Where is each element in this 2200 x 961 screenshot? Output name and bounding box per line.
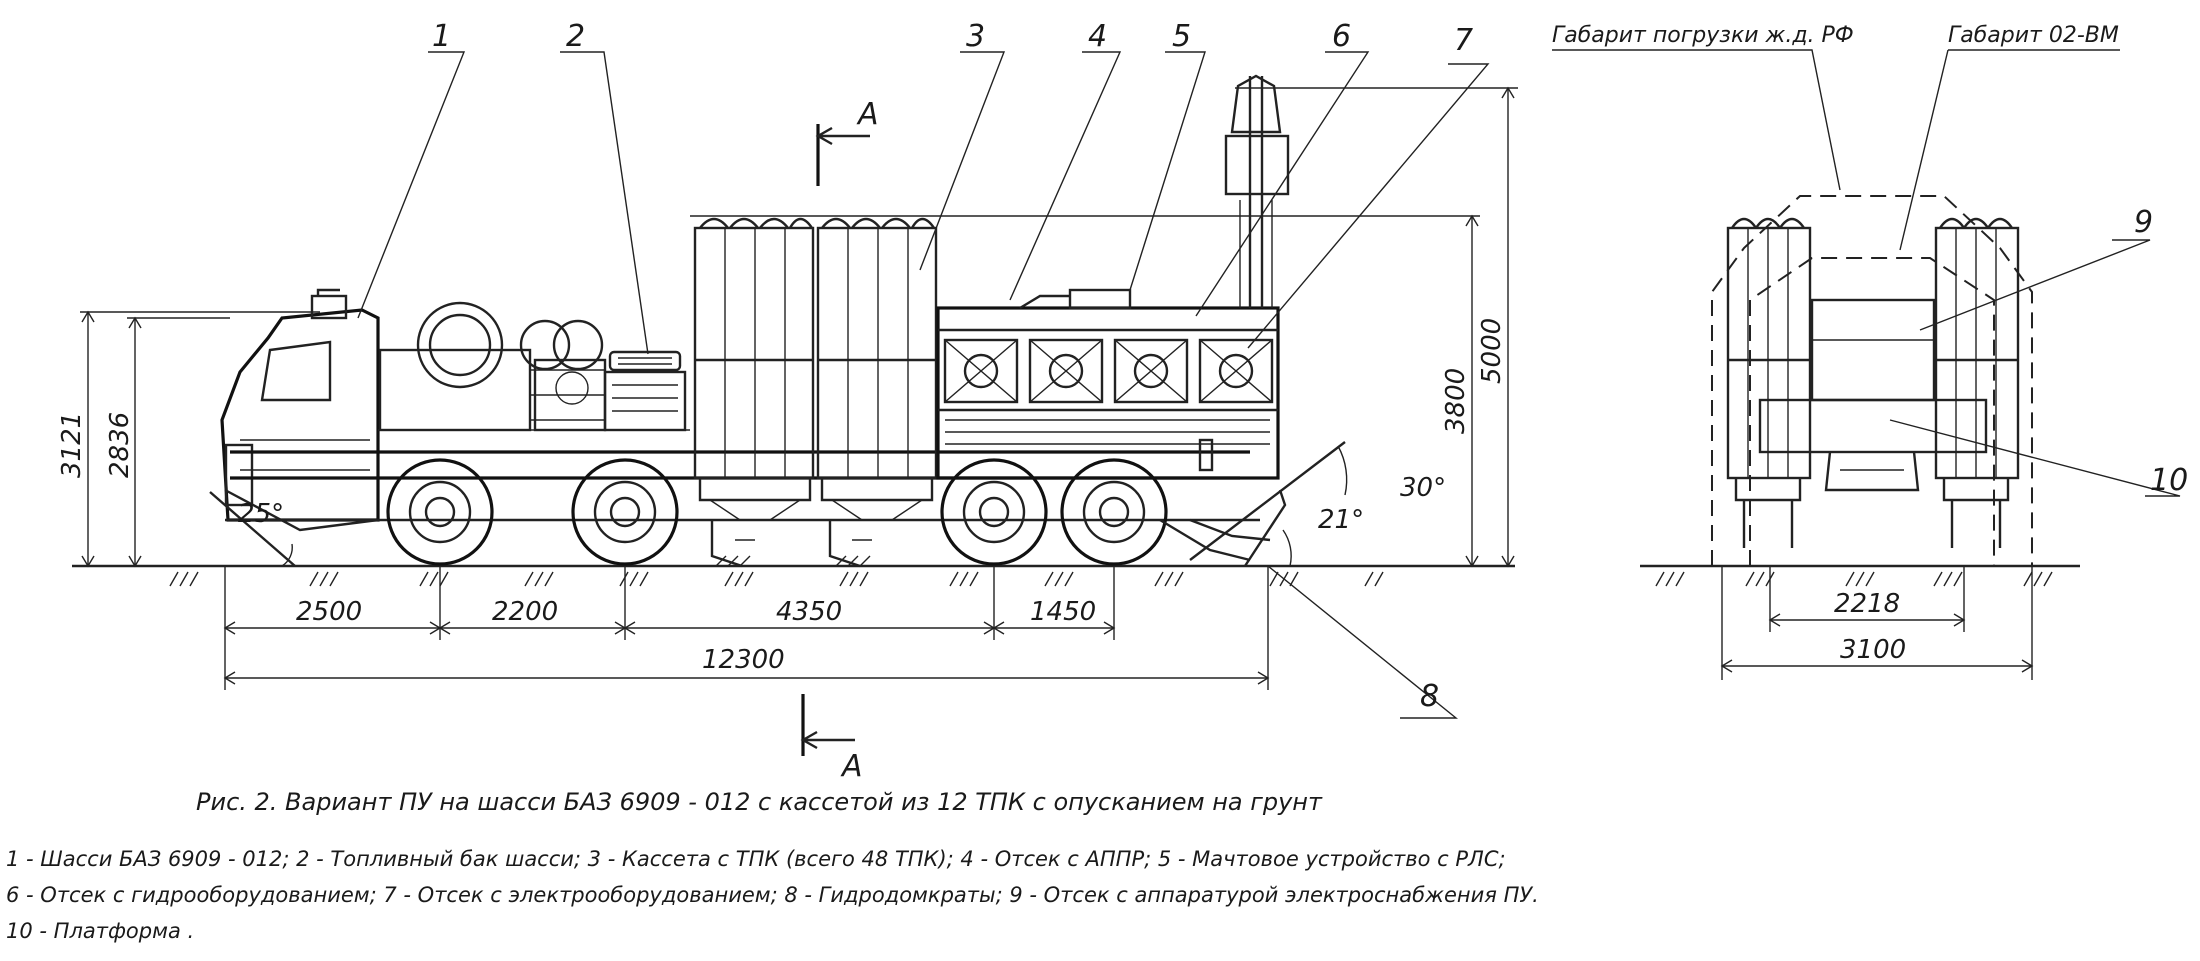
dim-4350: 4350: [776, 597, 842, 627]
wheel: [1060, 458, 1168, 566]
leader-lines: [357, 51, 1490, 719]
rear-ramp-line-21: [1243, 489, 1287, 567]
dim-2500: 2500: [296, 597, 362, 627]
dim-2200: 2200: [492, 597, 558, 627]
rear-cassette-right: [1934, 217, 2020, 548]
rear-view: Габарит погрузки ж.д. РФ Габарит 02-ВМ 9…: [1552, 23, 2188, 680]
dim-3121: 3121: [57, 412, 87, 478]
length-dimensions: [223, 566, 1270, 690]
wheel: [940, 458, 1048, 566]
callout-1: 1: [432, 19, 451, 54]
wheels: [386, 458, 1168, 566]
rear-cassette-left: [1726, 217, 1812, 548]
wheel: [386, 458, 494, 566]
rear-angle-arc-30: [1337, 445, 1348, 496]
rear-angle-arc-21: [1282, 529, 1292, 567]
section-mark-bottom: [800, 694, 855, 756]
height-dimensions: [80, 86, 1518, 568]
power-supply-compartment: [1810, 298, 1936, 402]
callout-7: 7: [1454, 23, 1473, 58]
tpk-cassette-rear: [816, 217, 938, 521]
dim-2218: 2218: [1834, 589, 1900, 619]
compartments-body: [936, 288, 1280, 480]
front-ramp: [224, 488, 379, 532]
fuel-tank: [608, 350, 682, 372]
callout-6: 6: [1332, 19, 1351, 54]
dim-1450: 1450: [1030, 597, 1096, 627]
legend-line-1: 1 - Шасси БАЗ 6909 - 012; 2 - Топливный …: [6, 847, 1506, 871]
rail-gauge-outline: [1711, 195, 2033, 566]
front-angle-line: [209, 491, 296, 567]
rear-leader-lines: [1552, 49, 2181, 497]
dim-5000: 5000: [1477, 318, 1507, 384]
rear-dimensions: [1720, 566, 2034, 680]
callout-8: 8: [1420, 679, 1439, 714]
side-view: 1 2 3 4 5 6 7 8 А А 2500 2200 4350 1450 …: [57, 19, 1518, 784]
ground-hatch: [169, 571, 1384, 587]
rear-ground-hatch: [1655, 571, 2053, 587]
callout-10: 10: [2150, 463, 2188, 498]
road-gauge-label: Габарит 02-ВМ: [1948, 23, 2119, 48]
mast-device: [1224, 74, 1290, 308]
fan-panels: [943, 338, 1274, 404]
platform: [1758, 398, 1988, 492]
legend-line-2: 6 - Отсек с гидрооборудованием; 7 - Отсе…: [6, 883, 1539, 907]
road-gauge-outline: [1749, 257, 1995, 566]
dim-3100: 3100: [1840, 635, 1906, 665]
callout-9: 9: [2134, 205, 2153, 240]
truck-cab: [220, 288, 380, 522]
front-angle-arc: [281, 543, 293, 567]
callout-2: 2: [566, 19, 585, 54]
dim-12300: 12300: [702, 645, 785, 675]
section-label-top: А: [856, 97, 879, 132]
tpk-cassette-front: [693, 217, 815, 521]
angle-21: 21°: [1318, 505, 1364, 535]
angle-front: 25°: [238, 499, 284, 529]
callout-3: 3: [966, 19, 985, 54]
dim-2836: 2836: [105, 412, 135, 478]
callout-4: 4: [1088, 19, 1107, 54]
hydraulic-jacks: [710, 518, 1271, 568]
rail-gauge-label: Габарит погрузки ж.д. РФ: [1552, 23, 1854, 48]
angle-30: 30°: [1400, 473, 1446, 503]
section-label-bottom: А: [840, 749, 863, 784]
equipment-block: [378, 301, 687, 432]
figure-caption: Рис. 2. Вариант ПУ на шасси БАЗ 6909 - 0…: [196, 788, 1323, 816]
dim-3800: 3800: [1441, 368, 1471, 434]
callout-5: 5: [1172, 19, 1191, 54]
wheel: [571, 458, 679, 566]
rear-ramp-line-30: [1189, 441, 1346, 561]
legend-line-3: 10 - Платформа .: [6, 919, 194, 943]
section-mark-top: [815, 124, 870, 186]
